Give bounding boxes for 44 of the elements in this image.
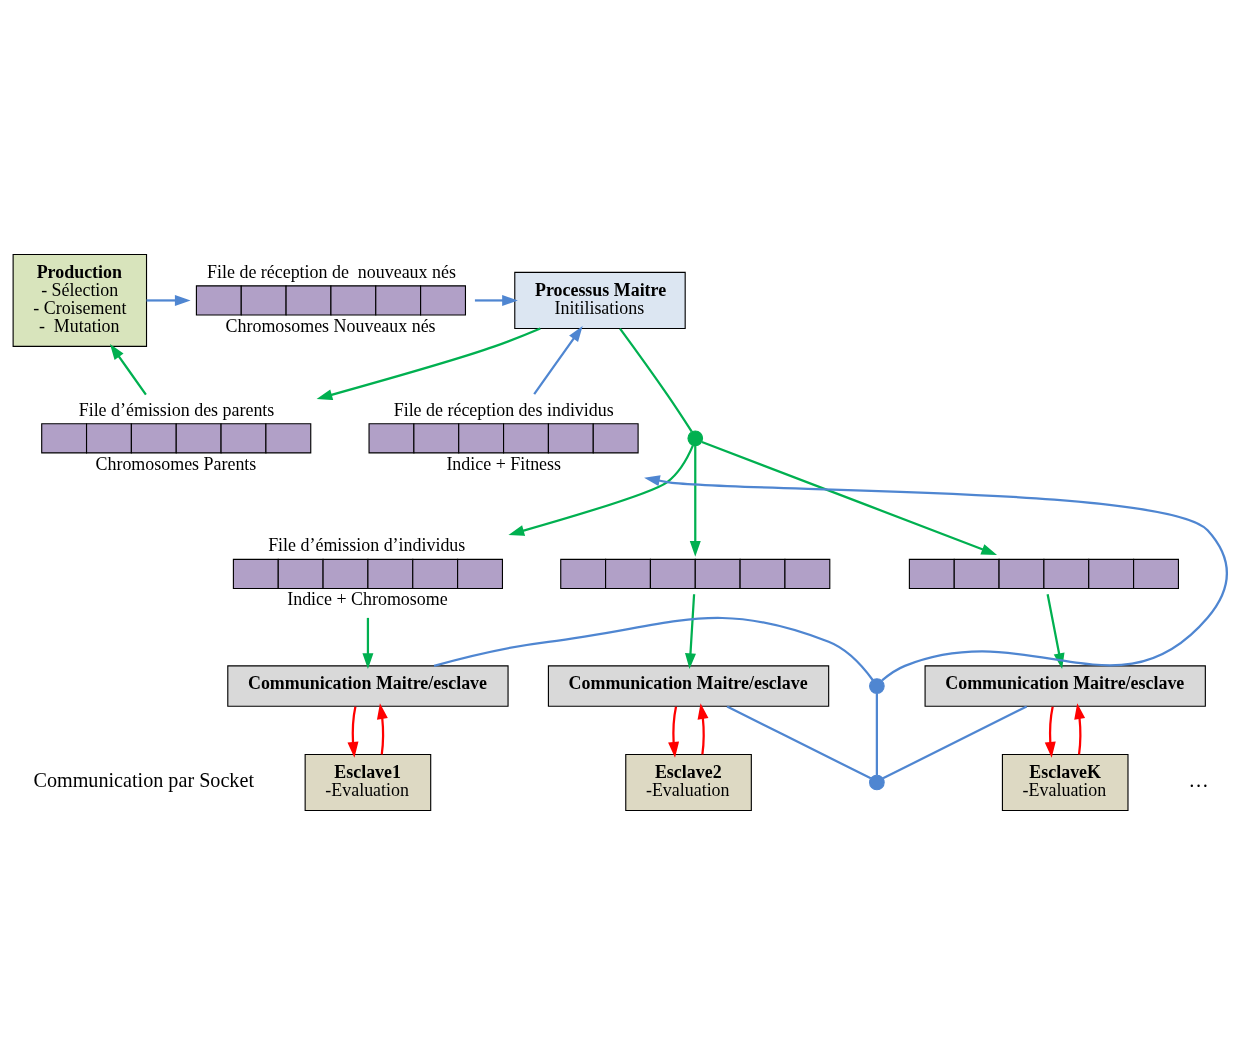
arrow <box>668 706 680 758</box>
arrow <box>146 294 191 306</box>
arrow <box>1044 706 1056 758</box>
arrow <box>109 343 147 395</box>
node-box: Esclave2 -Evaluation <box>625 753 752 811</box>
arrow <box>347 706 359 758</box>
arrow <box>376 702 388 755</box>
connector <box>619 327 693 432</box>
node-box: Communication Maitre/esclave <box>924 664 1206 707</box>
arrow <box>697 702 709 755</box>
connector <box>726 704 872 779</box>
node-box: Communication Maitre/esclave <box>227 664 509 707</box>
node-circle <box>869 774 885 790</box>
node-box: Esclave1 -Evaluation <box>304 753 432 811</box>
node-label: Indice + Chromosome <box>287 588 448 609</box>
arrow <box>316 326 541 400</box>
node-label: File de réception des individus <box>393 399 614 420</box>
arrow <box>685 593 696 669</box>
node-label: File de réception de nouveaux nés <box>207 261 456 282</box>
arrow <box>1046 593 1065 669</box>
arrow <box>1074 702 1086 755</box>
arrow <box>644 474 1228 681</box>
connector <box>875 692 878 775</box>
node-circle <box>687 430 704 446</box>
node-label: Indice + Fitness <box>446 453 562 473</box>
node-label: File d’émission des parents <box>78 399 275 420</box>
label: Communication par Socket <box>33 768 254 791</box>
node-circle <box>869 677 885 694</box>
connector <box>882 704 1028 779</box>
arrow <box>701 440 998 555</box>
node-label: Chromosomes Parents <box>95 453 257 473</box>
node-box: EsclaveK -Evaluation <box>1001 753 1129 811</box>
connector <box>433 616 874 681</box>
arrow <box>362 617 374 669</box>
arrow <box>533 325 583 395</box>
label: … <box>1188 768 1209 791</box>
node-box: Communication Maitre/esclave <box>547 664 830 707</box>
arrow <box>689 445 701 557</box>
node-box: Production - Sélection - Croisement - Mutation <box>12 253 148 347</box>
node-box: Processus Maitre Initilisations <box>514 271 686 329</box>
node-label: File d’émission d’individus <box>268 534 466 555</box>
arrow <box>474 294 518 306</box>
arrow <box>508 444 694 536</box>
node-label: Chromosomes Nouveaux nés <box>225 315 436 336</box>
